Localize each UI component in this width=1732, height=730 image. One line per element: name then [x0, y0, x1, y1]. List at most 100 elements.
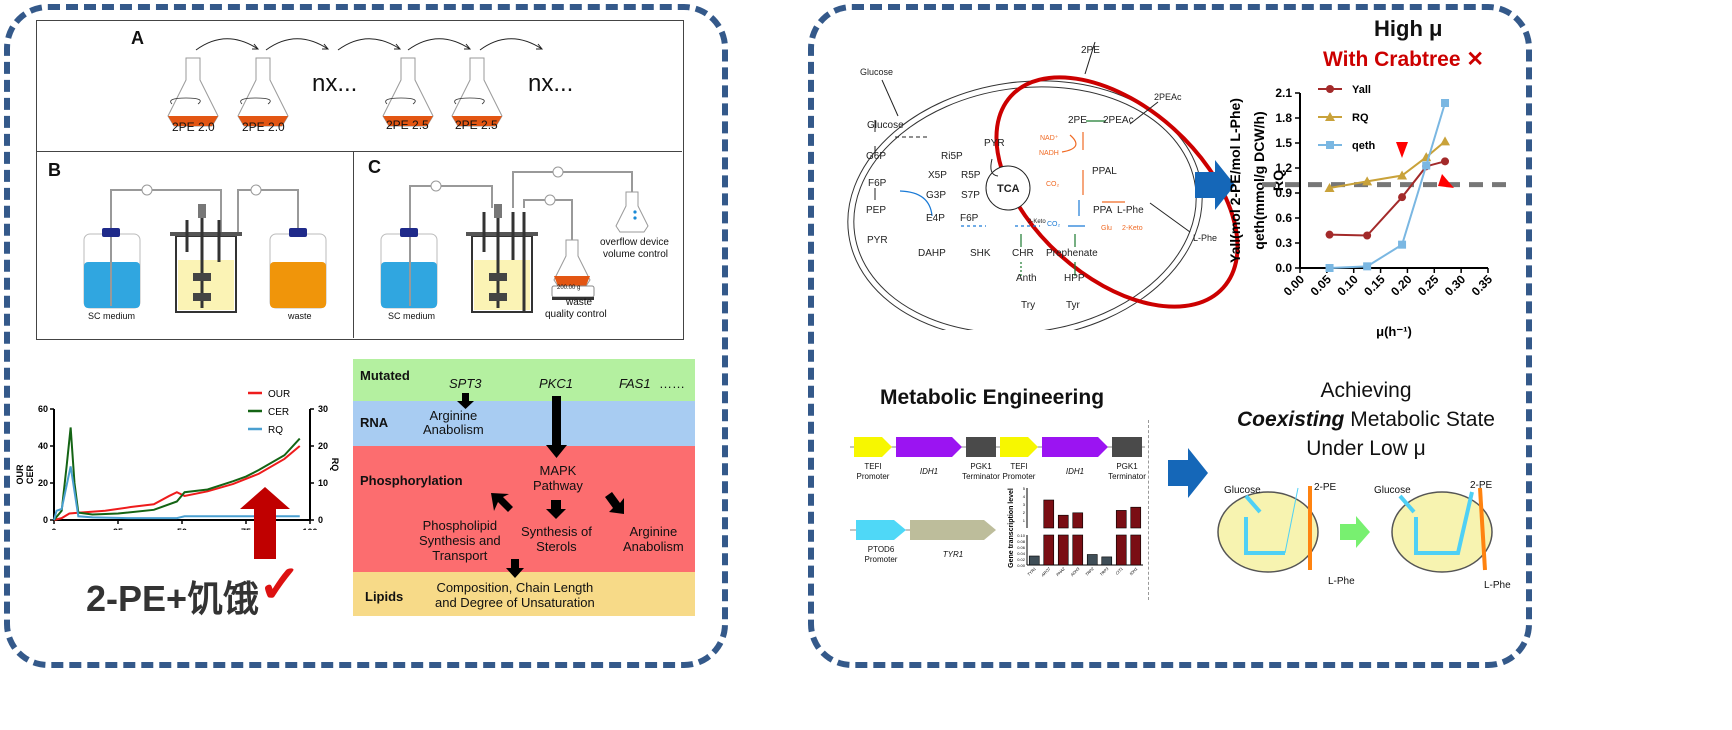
bar — [1130, 534, 1142, 566]
right-arrow-icon — [1195, 160, 1235, 210]
metabolite-co2-b: CO₂ — [1047, 221, 1061, 228]
metabolite-ppal: PPAL — [1092, 166, 1117, 177]
metabolite-nad: NAD⁺ — [1040, 135, 1059, 142]
x-tick-label: PHA2 — [1055, 566, 1066, 577]
series-line-y_all — [1329, 160, 1446, 237]
metabolite-peac-in: 2PEAc — [1103, 115, 1134, 126]
flask-label: 2PE 2.5 — [386, 118, 429, 132]
gene-label: SPT3 — [449, 376, 482, 391]
flask-label: 2PE 2.0 — [172, 120, 215, 134]
flask — [382, 57, 434, 127]
x-tick-label: ADH3 — [1069, 566, 1081, 578]
metabolite-f6p2: F6P — [960, 213, 979, 224]
panel-a-drawing — [167, 38, 544, 127]
vertical-separator — [1148, 420, 1149, 600]
panel-a-label: A — [131, 28, 144, 48]
legend-label: RQ — [1352, 112, 1369, 124]
gene-label: PKC1 — [539, 376, 573, 391]
arrow-down — [506, 559, 524, 578]
metabolite-x5p: X5P — [928, 170, 947, 181]
x-tick-label: CIT1 — [1114, 566, 1124, 576]
bar — [1086, 554, 1098, 566]
promoter-block — [1000, 437, 1038, 457]
terminator-block — [1112, 437, 1142, 457]
cross-icon: ✕ — [1466, 48, 1484, 71]
pump-icon — [141, 184, 153, 196]
x-tick-label: 0.15 — [1361, 272, 1388, 299]
row-label: RNA — [360, 415, 389, 430]
panel-c-drawing — [380, 166, 649, 313]
metabolite-tyr: Tyr — [1066, 300, 1080, 311]
chart-title: High μ — [1374, 16, 1443, 41]
promoter-block — [854, 437, 892, 457]
conclusion-text: 2-PE+饥饿 — [86, 578, 260, 619]
pump-icon — [552, 166, 564, 178]
metabolite-pe-out: 2PE — [1081, 45, 1100, 56]
y-tick-label: 3 — [1023, 502, 1026, 507]
cell-label-lphe: L-Phe — [1328, 576, 1355, 587]
flask — [167, 57, 219, 127]
right-panel-frame — [808, 4, 1532, 668]
gene-block — [1042, 437, 1108, 457]
metabolite-pyr2: PYR — [984, 138, 1005, 149]
data-point — [1324, 183, 1335, 192]
red-pointer-icon — [1396, 142, 1408, 158]
transfer-arrow — [195, 38, 259, 51]
y2-tick-label: 30 — [318, 404, 328, 414]
x-tick-label: 100 — [302, 527, 317, 530]
y-tick-label: 1.5 — [1275, 136, 1292, 150]
x-tick-label: TYR1 — [1026, 566, 1037, 577]
waste-label: waste — [566, 297, 593, 308]
series-line-our — [53, 445, 301, 521]
legend-marker — [1326, 141, 1334, 149]
x-axis-label: μ(h⁻¹) — [1376, 324, 1412, 339]
metabolite-chr: CHR — [1012, 248, 1034, 259]
metabolite-pep: PEP — [866, 205, 887, 216]
metabolite-co2-a: CO₂ — [1046, 181, 1060, 188]
legend-marker — [1325, 112, 1335, 121]
waste-label: waste — [288, 311, 312, 321]
series-line-cer — [53, 427, 301, 521]
metabolite-lphe-in: L-Phe — [1117, 205, 1144, 216]
legend-marker — [1326, 85, 1334, 93]
data-point — [1441, 157, 1450, 166]
construct-part-label: IDH1 — [1065, 467, 1085, 476]
data-point — [1325, 264, 1334, 272]
repeat-text: nx... — [528, 70, 574, 97]
x-tick-label: 0.30 — [1442, 272, 1469, 299]
y-tick-label: 0.6 — [1275, 211, 1292, 225]
metabolite-glucose-in: Glucose — [867, 120, 904, 131]
metabolite-pe-in: 2PE — [1068, 115, 1087, 126]
panel-b-label: B — [48, 160, 61, 180]
x-tick-label: TRP2 — [1084, 566, 1095, 577]
metabolite-ri5p: Ri5P — [941, 151, 963, 162]
data-point — [1398, 193, 1407, 202]
construct-part-label: TYR1 — [942, 550, 964, 559]
our-cer-rq-chart: 020406001020300255075100Time/hOURCERRQOU… — [15, 389, 340, 530]
bar — [1043, 534, 1055, 566]
data-point — [1440, 136, 1451, 146]
y-tick-label: 2.1 — [1275, 86, 1292, 100]
metabolic-engineering-title: Metabolic Engineering — [880, 386, 1105, 409]
row-label: Lipids — [365, 589, 404, 604]
metabolite-try: Try — [1021, 300, 1036, 311]
gene-label: FAS1 — [619, 376, 651, 391]
y2-tick-label: 20 — [318, 441, 328, 451]
tca-circle — [985, 165, 1031, 211]
arrow-down — [546, 396, 567, 458]
series-line-rq — [53, 466, 300, 521]
gene-block — [910, 520, 996, 540]
y-tick-label: 0.02 — [1017, 557, 1026, 562]
chart-subtitle: With Crabtree ✕ — [1323, 48, 1484, 71]
legend-label: RQ — [268, 425, 283, 436]
x-tick-label: TRP3 — [1099, 566, 1110, 577]
cell-label-lphe: L-Phe — [1484, 580, 1511, 591]
y-tick-label: 60 — [38, 404, 48, 414]
x-tick-label: 50 — [177, 527, 187, 530]
